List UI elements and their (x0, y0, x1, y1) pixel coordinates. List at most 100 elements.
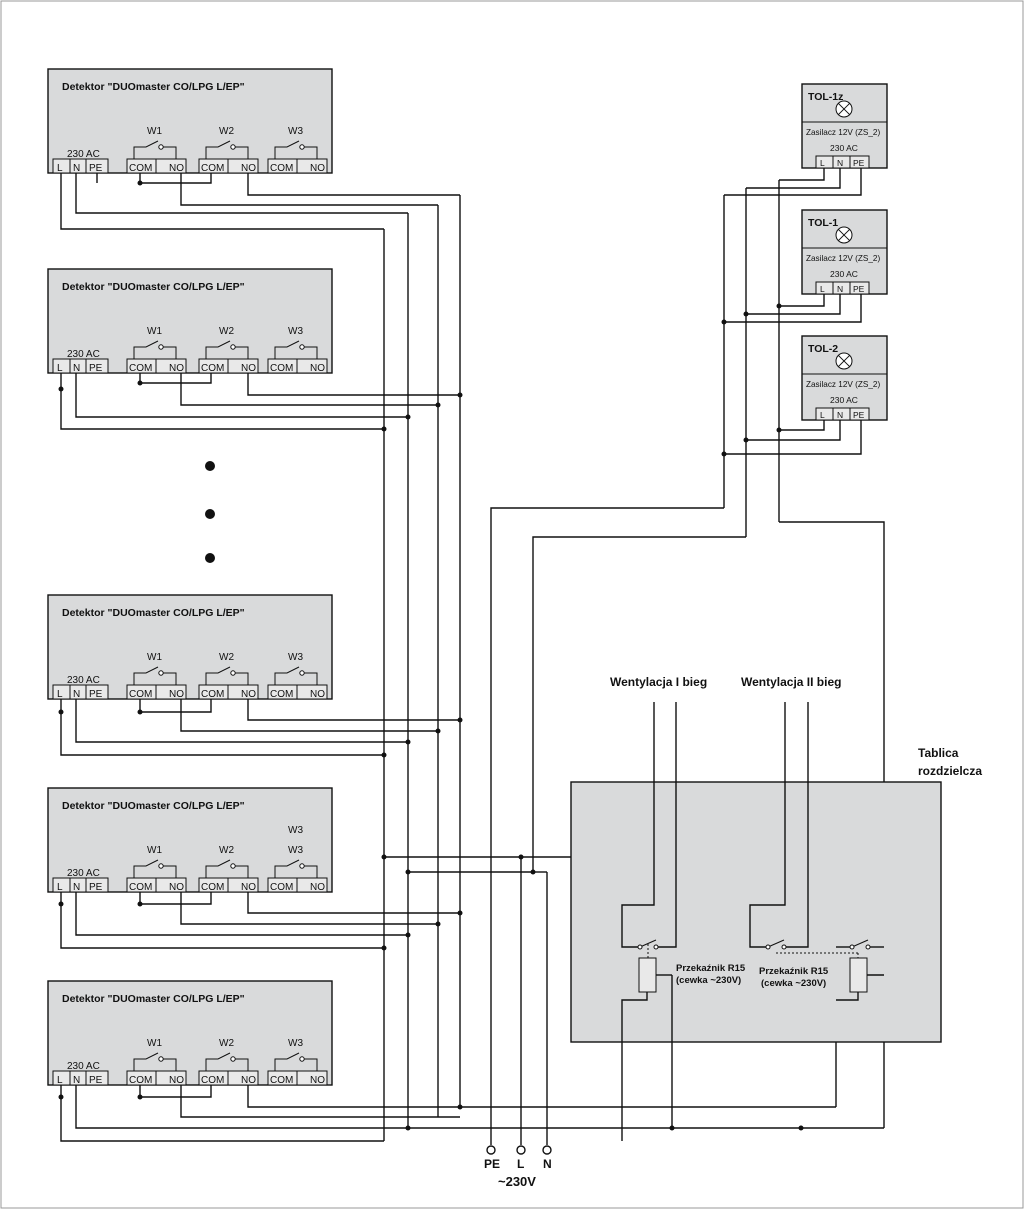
mains-l-label: L (517, 1157, 524, 1171)
terminal-no: NO (169, 882, 184, 893)
terminal-com: COM (129, 882, 152, 893)
terminal-no: NO (310, 689, 325, 700)
terminal-no: NO (169, 689, 184, 700)
switch-w2-label: W2 (219, 652, 234, 663)
terminal-n: N (73, 689, 80, 700)
detector-1: Detektor "DUOmaster CO/LPG L/EP" 230 AC … (47, 68, 333, 174)
mains-voltage-label: ~230V (498, 1174, 536, 1189)
terminal-n: N (73, 1075, 80, 1086)
switch-w3-extra-label: W3 (288, 825, 303, 836)
tol-supply-label: 230 AC (830, 395, 858, 405)
terminal-com: COM (270, 689, 293, 700)
switch-w3-label: W3 (288, 1038, 303, 1049)
terminal-com: COM (201, 689, 224, 700)
terminal-l: L (57, 1075, 63, 1086)
terminal-com: COM (201, 163, 224, 174)
detector-3: Detektor "DUOmaster CO/LPG L/EP" 230 AC … (47, 594, 333, 700)
detector-title: Detektor "DUOmaster CO/LPG L/EP" (62, 800, 245, 812)
relay-1-label-line1: Przekaźnik R15 (676, 963, 746, 974)
switch-w1-label: W1 (147, 1038, 162, 1049)
tol-psu-label: Zasilacz 12V (ZS_2) (806, 128, 880, 137)
terminal-pe: PE (89, 882, 103, 893)
switch-w1-label: W1 (147, 326, 162, 337)
detector-5: Detektor "DUOmaster CO/LPG L/EP" 230 AC … (47, 980, 333, 1086)
tol-1z: TOL-1z Zasilacz 12V (ZS_2) 230 AC L N PE (801, 83, 888, 169)
terminal-l: L (57, 163, 63, 174)
mains-connectors (486, 857, 552, 1155)
detector-supply-label: 230 AC (67, 868, 100, 879)
terminal-l: L (57, 689, 63, 700)
tol-name: TOL-2 (808, 343, 838, 355)
switch-w3-label: W3 (288, 326, 303, 337)
board-label-line1: Tablica (918, 746, 959, 760)
relay-2-label-line1: Przekaźnik R15 (759, 966, 829, 977)
switch-w1-label: W1 (147, 845, 162, 856)
tol-terminal-n: N (837, 158, 843, 168)
terminal-com: COM (129, 163, 152, 174)
terminal-no: NO (310, 882, 325, 893)
continuation-dot (205, 553, 215, 563)
switch-w2-label: W2 (219, 326, 234, 337)
switch-w3-label: W3 (288, 126, 303, 137)
tol-1: TOL-1 Zasilacz 12V (ZS_2) 230 AC L N PE (801, 209, 888, 295)
detector-title: Detektor "DUOmaster CO/LPG L/EP" (62, 607, 245, 619)
terminal-n: N (73, 163, 80, 174)
detector-title: Detektor "DUOmaster CO/LPG L/EP" (62, 81, 245, 93)
tol-terminal-n: N (837, 410, 843, 420)
tol-name: TOL-1z (808, 91, 843, 103)
terminal-no: NO (241, 689, 256, 700)
detector-title: Detektor "DUOmaster CO/LPG L/EP" (62, 281, 245, 293)
distribution-board (570, 781, 942, 1043)
tol-terminal-pe: PE (853, 158, 865, 168)
terminal-no: NO (241, 163, 256, 174)
terminal-com: COM (201, 363, 224, 374)
tol-psu-label: Zasilacz 12V (ZS_2) (806, 254, 880, 263)
switch-w3-label: W3 (288, 652, 303, 663)
tol-terminal-l: L (820, 410, 825, 420)
tol-supply-label: 230 AC (830, 143, 858, 153)
switch-w1-label: W1 (147, 652, 162, 663)
relay-2-label-line2: (cewka ~230V) (761, 978, 826, 989)
terminal-no: NO (241, 882, 256, 893)
terminal-l: L (57, 882, 63, 893)
terminal-n: N (73, 363, 80, 374)
terminal-com: COM (201, 1075, 224, 1086)
terminal-no: NO (169, 163, 184, 174)
detector-2: Detektor "DUOmaster CO/LPG L/EP" 230 AC … (47, 268, 333, 374)
terminal-com: COM (270, 163, 293, 174)
switch-w3-label: W3 (288, 845, 303, 856)
tol-supply-label: 230 AC (830, 269, 858, 279)
terminal-no: NO (310, 1075, 325, 1086)
detector-supply-label: 230 AC (67, 675, 100, 686)
terminal-pe: PE (89, 363, 103, 374)
continuation-dot (205, 461, 215, 471)
detector-title: Detektor "DUOmaster CO/LPG L/EP" (62, 993, 245, 1005)
continuation-dot (205, 509, 215, 519)
terminal-no: NO (241, 363, 256, 374)
terminal-no: NO (169, 363, 184, 374)
mains-n-label: N (543, 1157, 552, 1171)
tol-name: TOL-1 (808, 217, 838, 229)
tol-2: TOL-2 Zasilacz 12V (ZS_2) 230 AC L N PE (801, 335, 888, 421)
terminal-com: COM (270, 1075, 293, 1086)
relay-1-label-line2: (cewka ~230V) (676, 975, 741, 986)
switch-w1-label: W1 (147, 126, 162, 137)
tol-terminal-l: L (820, 158, 825, 168)
terminal-pe: PE (89, 1075, 103, 1086)
tol-terminal-n: N (837, 284, 843, 294)
detector-supply-label: 230 AC (67, 149, 100, 160)
switch-w2-label: W2 (219, 845, 234, 856)
terminal-no: NO (169, 1075, 184, 1086)
tol-terminal-l: L (820, 284, 825, 294)
terminal-l: L (57, 363, 63, 374)
terminal-com: COM (129, 689, 152, 700)
switch-w2-label: W2 (219, 1038, 234, 1049)
terminal-no: NO (241, 1075, 256, 1086)
terminal-com: COM (129, 363, 152, 374)
terminal-com: COM (201, 882, 224, 893)
terminal-no: NO (310, 363, 325, 374)
terminal-n: N (73, 882, 80, 893)
terminal-com: COM (270, 363, 293, 374)
